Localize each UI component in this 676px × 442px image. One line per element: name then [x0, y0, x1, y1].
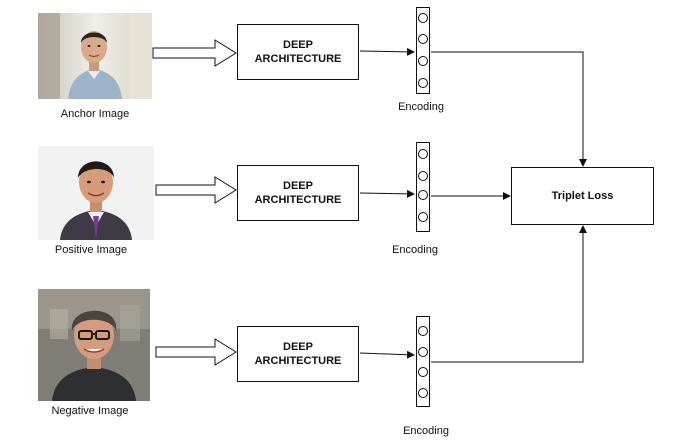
negative-image	[38, 289, 150, 401]
positive-image-caption: Positive Image	[54, 244, 128, 256]
encoding-node	[418, 347, 428, 357]
anchor-image	[38, 13, 152, 99]
negative-image-caption: Negative Image	[51, 405, 129, 417]
anchor-photo-graphic	[38, 13, 152, 99]
architecture-line1: DEEP	[283, 180, 313, 192]
encoding-node	[418, 388, 428, 398]
encoding-node	[418, 13, 428, 23]
encoding-node	[418, 171, 428, 181]
input-arrow-negative	[155, 338, 237, 366]
arrow-arch-to-encoding-anchor	[359, 47, 415, 56]
architecture-line1: DEEP	[283, 39, 313, 51]
anchor-image-caption: Anchor Image	[60, 108, 130, 120]
encoding-node	[418, 326, 428, 336]
encoding-node	[418, 78, 428, 88]
encoding-label-positive: Encoding	[392, 244, 438, 256]
encoding-vector-negative	[416, 316, 430, 407]
positive-image	[38, 146, 154, 240]
arrow-arch-to-encoding-negative	[359, 350, 415, 359]
input-arrow-positive	[155, 176, 237, 204]
deep-architecture-box-negative: DEEP ARCHITECTURE	[237, 326, 359, 382]
encoding-label-anchor: Encoding	[398, 101, 444, 113]
triplet-loss-box: Triplet Loss	[511, 167, 654, 225]
encoding-node	[418, 34, 428, 44]
input-arrow-anchor	[152, 39, 237, 67]
deep-architecture-box-positive: DEEP ARCHITECTURE	[237, 165, 359, 221]
encoding-node	[418, 56, 428, 66]
triplet-loss-label: Triplet Loss	[551, 190, 614, 202]
architecture-line2: ARCHITECTURE	[254, 194, 342, 206]
encoding-label-negative: Encoding	[403, 425, 449, 437]
encoding-node	[418, 212, 428, 222]
architecture-line2: ARCHITECTURE	[254, 355, 342, 367]
arrow-arch-to-encoding-positive	[359, 189, 415, 198]
encoding-vector-positive	[416, 142, 430, 232]
encoding-vector-anchor	[416, 7, 430, 94]
encoding-node	[418, 367, 428, 377]
architecture-line2: ARCHITECTURE	[254, 53, 342, 65]
deep-architecture-box-anchor: DEEP ARCHITECTURE	[237, 24, 359, 80]
negative-photo-graphic	[38, 289, 150, 401]
encoding-node	[418, 190, 428, 200]
positive-photo-graphic	[38, 146, 154, 240]
arrow-encoding-anchor-to-loss	[431, 51, 587, 167]
arrow-encoding-negative-to-loss	[431, 225, 587, 363]
encoding-node	[418, 149, 428, 159]
architecture-line1: DEEP	[283, 341, 313, 353]
